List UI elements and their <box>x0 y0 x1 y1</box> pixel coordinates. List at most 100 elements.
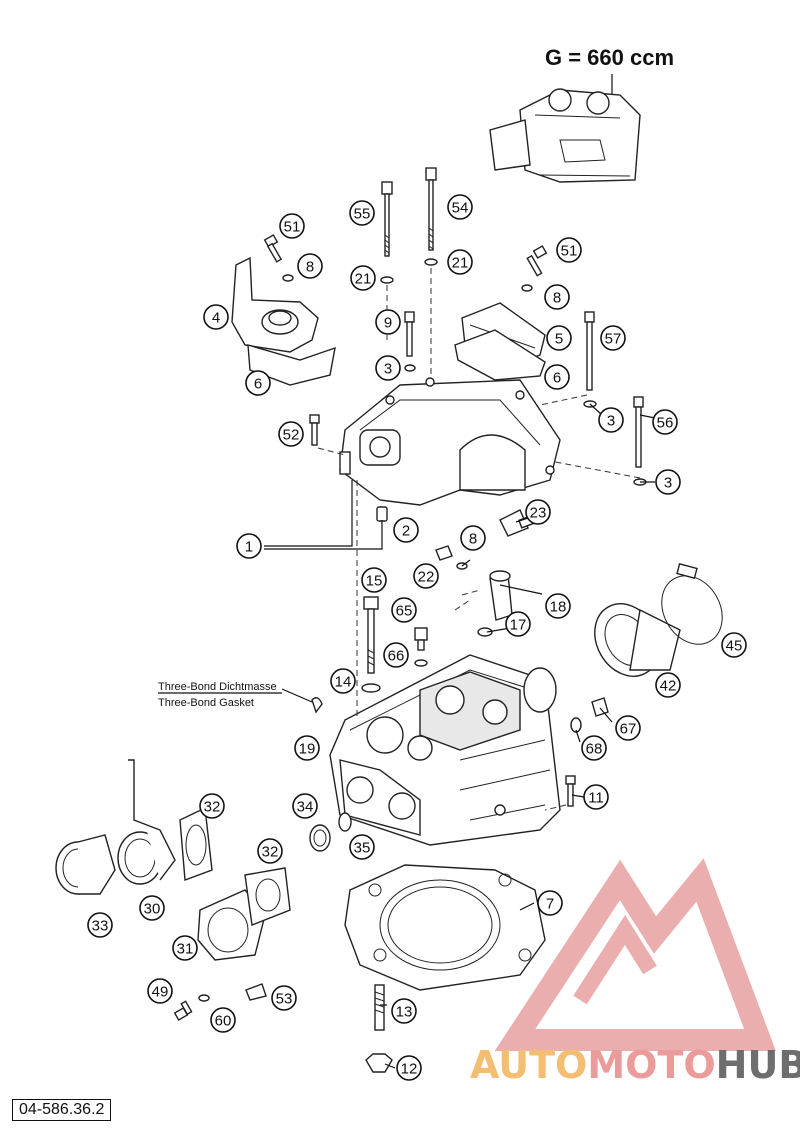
callout-number: 53 <box>276 991 293 1008</box>
callout-number: 57 <box>605 331 622 348</box>
bolt-9 <box>404 311 415 357</box>
gasket-32b <box>244 867 291 926</box>
callout-31: 31 <box>172 935 198 961</box>
callout-circle <box>525 499 551 525</box>
callout-number: 18 <box>550 599 567 616</box>
bolt-54 <box>425 167 437 251</box>
callout-circle <box>537 890 563 916</box>
callout-circle <box>460 525 486 551</box>
callout-6: 6 <box>544 364 570 390</box>
callout-number: 34 <box>297 799 314 816</box>
bolt-52 <box>309 414 320 446</box>
callout-number: 42 <box>660 678 677 695</box>
callout-number: 52 <box>283 427 300 444</box>
intake-rubber <box>594 603 681 677</box>
callout-number: 3 <box>664 475 672 492</box>
callout-number: 5 <box>555 331 563 348</box>
watermark-logo: AUTOMOTOHUB <box>470 858 800 1087</box>
callout-number: 23 <box>530 505 547 522</box>
stud-13 <box>374 984 385 1031</box>
callout-number: 45 <box>726 638 743 655</box>
callout-number: 32 <box>262 844 279 861</box>
callout-3: 3 <box>655 469 681 495</box>
callout-14: 14 <box>330 668 356 694</box>
callout-4: 4 <box>203 304 229 330</box>
document-code: 04-586.36.2 <box>12 1099 112 1121</box>
callout-5: 5 <box>546 325 572 351</box>
callout-circle <box>583 784 609 810</box>
callout-number: 7 <box>546 896 554 913</box>
callout-circle <box>139 895 165 921</box>
callout-number: 56 <box>657 415 674 432</box>
callout-49: 49 <box>147 978 173 1004</box>
callout-circle <box>391 998 417 1024</box>
callout-circle <box>396 1055 422 1081</box>
callout-number: 11 <box>588 790 604 807</box>
callout-32: 32 <box>199 793 225 819</box>
bolt-56 <box>633 396 644 468</box>
cylinder-head <box>329 654 561 846</box>
callout-number: 8 <box>553 290 561 307</box>
callout-11: 11 <box>583 784 609 810</box>
callout-circle <box>257 838 283 864</box>
callout-8: 8 <box>297 253 323 279</box>
callout-number: 31 <box>177 941 194 958</box>
callout-33: 33 <box>87 912 113 938</box>
callout-circle <box>544 364 570 390</box>
callout-30: 30 <box>139 895 165 921</box>
callout-number: 8 <box>469 531 477 548</box>
callout-number: 3 <box>384 361 392 378</box>
bolt-55 <box>381 181 393 257</box>
callout-6: 6 <box>245 370 271 396</box>
callout-number: 32 <box>204 799 221 816</box>
callout-circle <box>655 469 681 495</box>
callout-circle <box>544 284 570 310</box>
intake-adapter-30 <box>117 759 176 885</box>
callout-number: 51 <box>561 243 578 260</box>
callout-7: 7 <box>537 890 563 916</box>
bolt-57 <box>584 311 595 391</box>
watermark-hub: HUB <box>716 1043 800 1087</box>
callout-34: 34 <box>292 793 318 819</box>
callout-54: 54 <box>447 194 473 220</box>
intake-adapter-31 <box>197 889 266 961</box>
cylinder-head-cover <box>339 377 561 506</box>
callout-15: 15 <box>361 567 387 593</box>
callout-circle <box>652 409 678 435</box>
callout-circle <box>447 194 473 220</box>
callout-22: 22 <box>413 563 439 589</box>
valve-cover <box>454 245 548 381</box>
callout-number: 1 <box>245 539 253 556</box>
callout-circle <box>375 309 401 335</box>
callout-circle <box>199 793 225 819</box>
callout-number: 17 <box>510 617 527 634</box>
callout-53: 53 <box>271 985 297 1011</box>
callout-8: 8 <box>544 284 570 310</box>
engine-variant-title: G = 660 ccm <box>545 45 674 70</box>
callout-number: 6 <box>553 370 561 387</box>
callout-circle <box>383 642 409 668</box>
callout-circle <box>546 325 572 351</box>
callout-3: 3 <box>375 355 401 381</box>
callout-9: 9 <box>375 309 401 335</box>
callout-circle <box>655 672 681 698</box>
callout-66: 66 <box>383 642 409 668</box>
callout-number: 65 <box>396 603 413 620</box>
callout-number: 12 <box>401 1061 418 1078</box>
inset-cylinder-head <box>489 88 641 183</box>
callout-number: 9 <box>384 315 392 332</box>
callout-number: 51 <box>284 219 301 236</box>
hose-clamp <box>661 562 723 645</box>
callout-circle <box>279 213 305 239</box>
callout-circle <box>393 517 419 543</box>
callout-circle <box>375 355 401 381</box>
callout-68: 68 <box>581 735 607 761</box>
intake-flange-33 <box>55 834 116 895</box>
callout-number: 2 <box>402 523 410 540</box>
callout-circle <box>203 304 229 330</box>
watermark-moto: MOTO <box>587 1043 715 1087</box>
callout-23: 23 <box>525 499 551 525</box>
callout-number: 60 <box>215 1013 232 1030</box>
callout-circle <box>294 735 320 761</box>
